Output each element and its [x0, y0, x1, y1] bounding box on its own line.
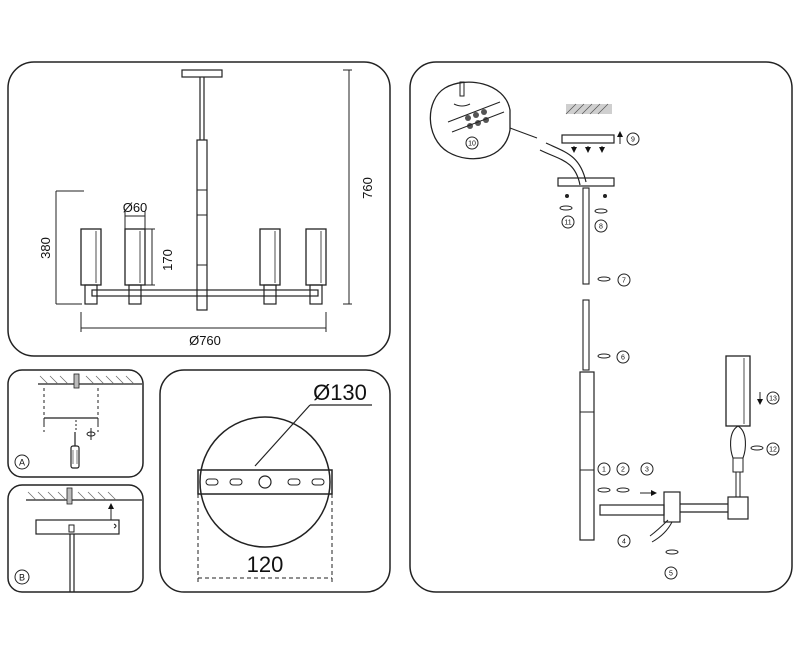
panel-b-label: B	[19, 573, 25, 583]
panel-b-mounting: B	[7, 484, 144, 593]
step-4: 4	[617, 534, 631, 548]
panel-main-dimensions: 760 380 Ø60 170 Ø760	[7, 61, 391, 357]
svg-text:3: 3	[645, 467, 649, 474]
dimension-shade-height: 170	[145, 228, 175, 286]
panel-a-label: A	[19, 458, 25, 468]
svg-text:6: 6	[621, 355, 625, 362]
dimension-shade-diameter: Ø60	[123, 200, 148, 229]
svg-text:7: 7	[622, 278, 626, 285]
shade-2	[124, 228, 146, 305]
mounting-bracket	[197, 469, 333, 495]
dimension-height-arms: 380	[38, 190, 84, 305]
ceiling-canopy	[181, 69, 223, 78]
central-stem	[196, 139, 208, 311]
step-11: 11	[559, 205, 575, 229]
plate-circle	[199, 416, 331, 548]
dimension-plate-diameter: Ø130	[313, 380, 367, 405]
detail-magnifier: 10	[429, 81, 538, 160]
svg-text:380: 380	[38, 237, 53, 259]
horizontal-arm	[91, 289, 319, 297]
step-13: 13	[757, 391, 780, 405]
screwdriver-icon	[70, 432, 80, 469]
dowel-icon	[86, 428, 96, 440]
step-12: 12	[750, 442, 780, 456]
svg-text:Ø60: Ø60	[123, 200, 148, 215]
svg-text:170: 170	[160, 249, 175, 271]
shade-4	[305, 228, 327, 305]
dimension-height-total: 760	[343, 69, 375, 305]
svg-text:13: 13	[769, 396, 777, 403]
svg-text:Ø760: Ø760	[189, 333, 221, 348]
svg-text:4: 4	[622, 539, 626, 546]
svg-text:11: 11	[564, 220, 571, 227]
canopy-plate	[35, 519, 120, 535]
step-8: 8	[594, 208, 608, 233]
svg-text:2: 2	[621, 467, 625, 474]
step-6: 6	[597, 350, 630, 364]
shade-1	[80, 228, 102, 305]
step-5: 5	[664, 549, 679, 580]
bulb-icon	[730, 425, 746, 459]
svg-text:1: 1	[602, 467, 606, 474]
svg-text:12: 12	[769, 447, 777, 454]
glass-shade	[725, 355, 751, 427]
svg-text:760: 760	[360, 177, 375, 199]
svg-text:9: 9	[631, 137, 635, 144]
dimension-plate-width: 120	[247, 552, 284, 577]
svg-text:5: 5	[669, 571, 673, 578]
panel-assembly: 10 9 11 8	[409, 61, 793, 593]
step-7: 7	[597, 273, 631, 287]
svg-text:8: 8	[599, 224, 603, 231]
panel-a-drilling: A	[7, 369, 144, 478]
dimension-span: Ø760	[80, 312, 327, 348]
svg-text:10: 10	[468, 141, 476, 148]
panel-mounting-plate: Ø130 120	[159, 369, 391, 593]
shade-3	[259, 228, 281, 305]
